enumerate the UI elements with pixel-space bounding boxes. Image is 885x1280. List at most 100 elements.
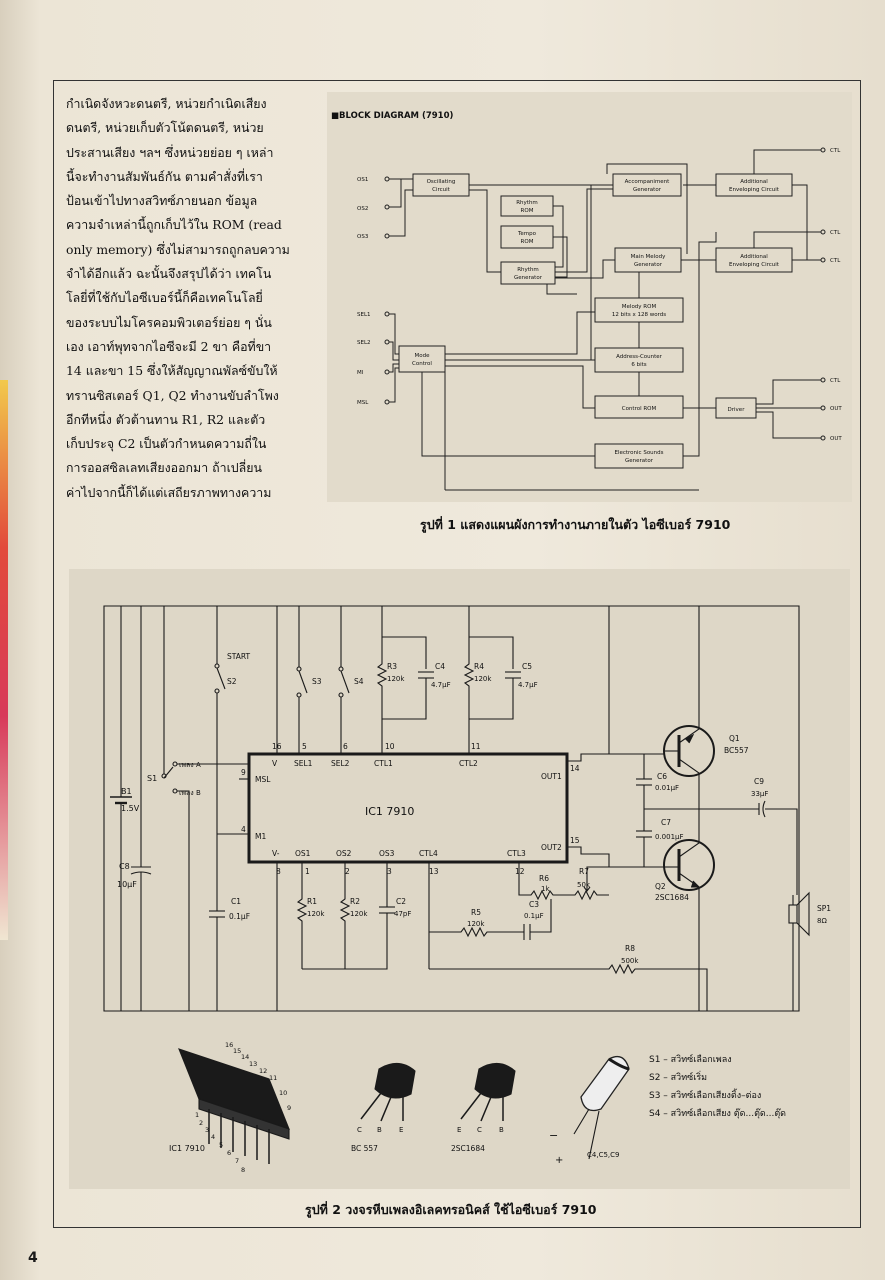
ic-pin-number: 10: [279, 1089, 287, 1097]
ic-pin-number: 6: [227, 1149, 231, 1157]
block-label: Tempo: [517, 231, 537, 237]
label-sp1-value: 8Ω: [817, 917, 827, 925]
label-c8: C8: [119, 862, 130, 871]
block-address-counter: Address-Counter 6 bits: [594, 347, 684, 373]
block-label: 12 bits x 128 words: [612, 312, 666, 318]
transistor-bc557-drawing: C B E BC 557: [351, 1062, 416, 1153]
transistor-q2: Q2 2SC1684: [655, 809, 715, 1011]
pin-b: B: [377, 1126, 382, 1134]
pin-label-ctl: CTL: [830, 258, 841, 264]
block-label: Enveloping Circuit: [729, 187, 780, 193]
label-r7-value: 50k: [577, 881, 591, 889]
capacitor-c1: C1 0.1µF: [209, 834, 250, 1011]
pin-8: 8: [276, 867, 281, 876]
pin-9: 9: [241, 768, 246, 777]
transistor-2sc1684-drawing: E C B 2SC1684: [451, 1062, 516, 1153]
switch-s3: S3: [296, 606, 322, 754]
label-song-b: เพลง B: [179, 789, 201, 797]
resistor-r4-capacitor-c5: R4 120k C5 4.7µF: [463, 606, 538, 754]
resistor-r3-capacitor-c4: R3 120k C4 4.7µF: [376, 606, 451, 754]
block-label: Melody ROM: [622, 304, 657, 310]
pin-name-m1: M1: [255, 832, 266, 841]
label-c5-value: 4.7µF: [518, 681, 538, 689]
block-label: Rhythm: [517, 267, 539, 273]
speaker-sp1: SP1 8Ω: [788, 891, 831, 1011]
capacitor-c3: C3 0.1µF: [523, 899, 552, 940]
ic-pin-number: 3: [205, 1126, 209, 1134]
block-driver: Driver: [715, 397, 757, 419]
pin-2: 2: [345, 867, 350, 876]
page-edge-color-strip: [0, 380, 8, 940]
ic-pin-number: 11: [269, 1074, 277, 1082]
schematic: B1 1.5V C8 10µF S1 เพลง A เพลง B: [103, 605, 831, 1174]
label-s4: S4: [354, 677, 364, 686]
label-c3: C3: [529, 900, 539, 909]
ic-pin-number: 12: [259, 1067, 267, 1075]
ic-pin-number: 9: [287, 1104, 291, 1112]
label-c9-value: 33µF: [751, 790, 768, 798]
pin-label-os3: OS3: [357, 234, 369, 240]
body-line: 14 และขา 15 ซึ่งให้สัญญาณพัลซ์ขับให้: [66, 363, 278, 379]
label-c6: C6: [657, 772, 667, 781]
pin-label-ctl: CTL: [830, 378, 841, 384]
block-label: Additional: [740, 179, 768, 185]
label-c1-value: 0.1µF: [229, 912, 250, 921]
page-number: 4: [28, 1250, 38, 1266]
label-s2: S2: [227, 677, 237, 686]
label-b1: B1: [121, 787, 132, 796]
ic-package-label: IC1 7910: [169, 1144, 205, 1153]
ic-pin-number: 13: [249, 1060, 257, 1068]
label-q1-value: BC557: [724, 746, 749, 755]
body-line: จำได้อีกแล้ว ฉะนั้นจึงสรุปได้ว่า เทคโน: [66, 266, 272, 282]
pin-label-ctl: CTL: [830, 230, 841, 236]
pin-name-v: V: [272, 759, 278, 768]
label-r2: R2: [350, 897, 360, 906]
block-label: Generator: [634, 262, 663, 268]
block-oscillating-circuit: Oscillating Circuit: [412, 173, 470, 197]
block-label: Rhythm: [516, 200, 538, 206]
label-s3: S3: [312, 677, 322, 686]
ic-pin-number: 4: [211, 1133, 215, 1141]
block-additional-enveloping-circuit-1: Additional Enveloping Circuit: [715, 173, 793, 197]
label-c7: C7: [661, 818, 671, 827]
label-r7: R7: [579, 867, 589, 876]
block-label: Control: [412, 361, 432, 367]
body-line: เอง เอาท์พุทจากไอซีจะมี 2 ขา คือที่ขา: [66, 338, 272, 354]
switch-s1: S1 เพลง A เพลง B: [147, 606, 250, 1011]
transistor-bc557-label: BC 557: [351, 1144, 378, 1153]
pin-name-os3: OS3: [379, 849, 395, 858]
block-accompaniment-generator: Accompaniment Generator: [612, 173, 682, 197]
block-label: Accompaniment: [625, 179, 671, 185]
block-label: ROM: [521, 239, 534, 245]
pin-name-out1: OUT1: [541, 772, 562, 781]
block-mode-control: Mode Control: [398, 345, 446, 373]
pin-name-ctl3: CTL3: [507, 849, 526, 858]
pin-c: C: [357, 1126, 362, 1134]
resistor-r5: R5 120k: [428, 862, 524, 969]
pin-name-sel1: SEL1: [294, 759, 313, 768]
capacitor-c9: C9 33µF: [751, 777, 798, 895]
block-control-rom: Control ROM: [594, 395, 684, 419]
ic-pin-number: 16: [225, 1041, 233, 1049]
label-c5: C5: [522, 662, 532, 671]
label-c2-value: 47pF: [394, 910, 411, 918]
body-line: only memory) ซึ่งไม่สามารถถูกลบความ: [66, 241, 290, 257]
body-line: ประสานเสียง ฯลฯ ซึ่งหน่วยย่อย ๆ เหล่า: [66, 144, 274, 160]
battery-b1: B1 1.5V: [110, 606, 140, 1011]
label-c9: C9: [754, 777, 764, 786]
pin-name-os1: OS1: [295, 849, 311, 858]
block-label: Control ROM: [622, 406, 657, 412]
ic-7910: IC1 7910 16 5 6 10 11 9 4 8 1 2 3 13 12 …: [241, 742, 580, 876]
pin-14: 14: [570, 764, 580, 773]
schematic-panel: B1 1.5V C8 10µF S1 เพลง A เพลง B: [69, 569, 850, 1189]
body-line: ทรานซิสเตอร์ Q1, Q2 ทำงานขับลำโพง: [66, 387, 279, 403]
cap-plus-sign: +: [555, 1155, 563, 1166]
block-label: Electronic Sounds: [614, 450, 663, 456]
body-line: ป้อนเข้าไปทางสวิทซ์ภายนอก ข้อมูล: [66, 193, 258, 209]
pin-15: 15: [570, 836, 580, 845]
switch-legend: S1 – สวิทซ์เลือกเพลง S2 – สวิทซ์เริ่ม S3…: [649, 1053, 786, 1119]
ic-pin-number: 5: [219, 1141, 223, 1149]
label-q2-value: 2SC1684: [655, 893, 689, 902]
label-r6: R6: [539, 874, 549, 883]
